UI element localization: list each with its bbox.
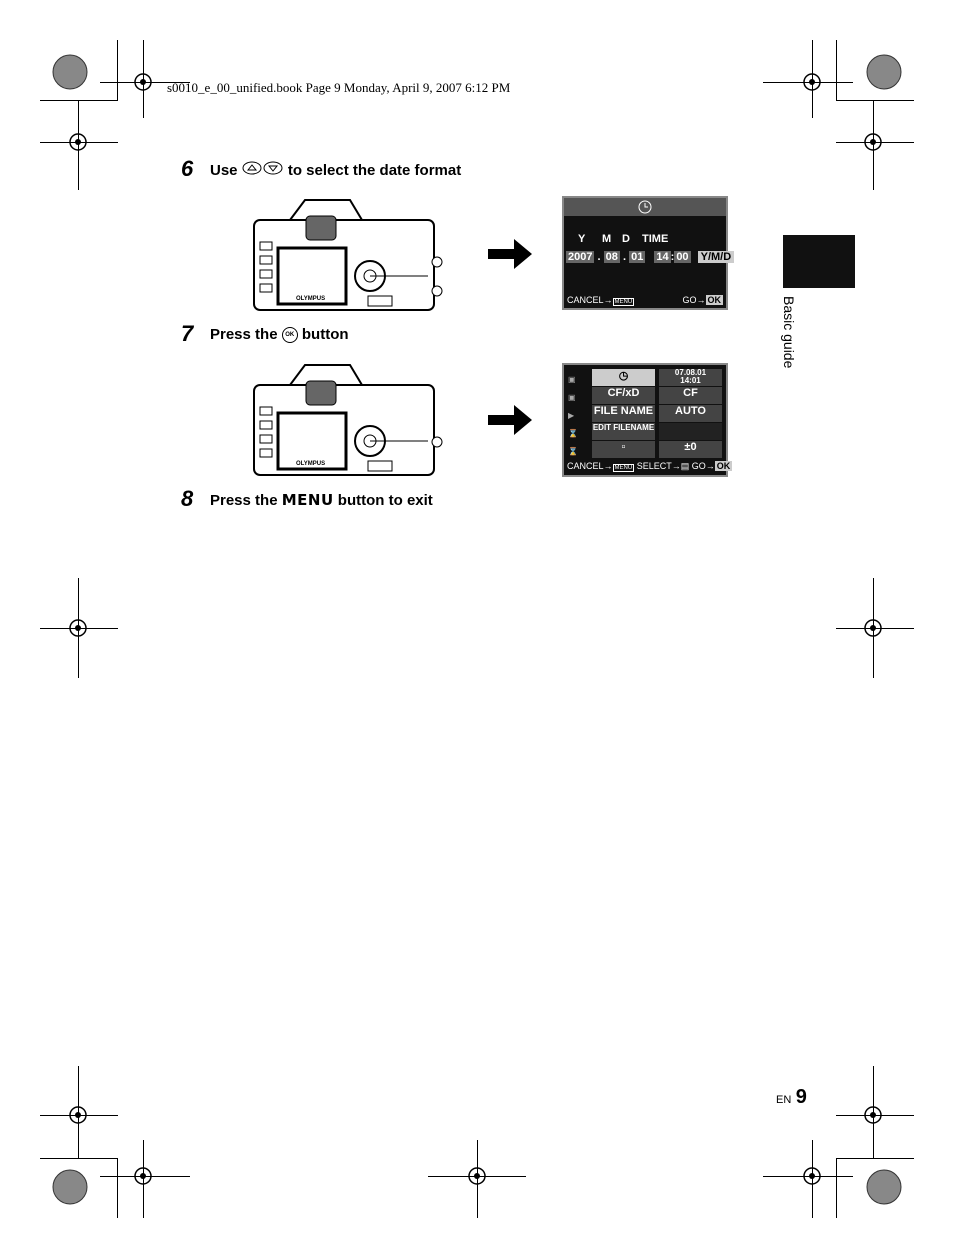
starburst-target (52, 54, 902, 1205)
ok-button-icon: OK (281, 327, 298, 344)
clock-icon: ◷ (592, 369, 655, 386)
menu-row-brightness: ▫ ±0 (592, 441, 722, 458)
hour-value: 14 (654, 251, 671, 263)
menu-hints: CANCEL→MENU SELECT→▤ GO→OK (567, 461, 733, 472)
month-value: 08 (603, 251, 620, 263)
right-arrow-icon (488, 239, 532, 269)
step-7: 7 (181, 321, 193, 347)
brightness-icon: ▫ (592, 441, 655, 458)
step-number: 6 (181, 156, 194, 181)
step-8-text: Press the MENU button to exit (210, 491, 433, 509)
language-code: EN (776, 1094, 792, 1106)
menu-row-edit-filename: EDIT FILENAME (592, 423, 722, 440)
step-8: 8 (181, 486, 193, 512)
step-number: 7 (181, 321, 194, 346)
camera-brand: OLYMPUS (296, 296, 325, 302)
camera-brand: OLYMPUS (296, 461, 325, 467)
minute-value: 00 (674, 251, 691, 263)
menu-tab-icons: ▣▣▶⌛⌛ (568, 375, 578, 456)
step-6: 6 (181, 156, 193, 182)
header-line: s0010_e_00_unified.book Page 9 Monday, A… (167, 80, 511, 95)
menu-button-label: MENU (281, 491, 334, 509)
camera-illustration: OLYMPUS (253, 199, 443, 311)
clock-icon (564, 198, 726, 216)
year-value: 2007 (566, 251, 595, 263)
go-hint: GO→OK (682, 295, 723, 305)
menu-row-cfxd: CF/xD CF (592, 387, 722, 404)
page-number: 9 (795, 1086, 807, 1108)
section-label: Basic guide (781, 296, 797, 369)
step-number: 8 (181, 486, 194, 511)
day-value: 01 (629, 251, 646, 263)
section-tab (783, 235, 855, 288)
date-value-row: 2007 . 08 . 01 14:00 Y/M/D (566, 251, 735, 263)
step-6-text: Use to select the date format (210, 161, 462, 179)
camera-illustration: OLYMPUS (253, 364, 443, 476)
right-arrow-icon (488, 405, 532, 435)
cancel-hint: CANCEL→MENU (567, 295, 635, 306)
page-footer: EN 9 (776, 1086, 807, 1109)
menu-row-filename: FILE NAME AUTO (592, 405, 722, 422)
format-value: Y/M/D (697, 251, 735, 263)
step-7-text: Press the OK button (210, 326, 349, 344)
up-down-arrows-icon (242, 161, 284, 179)
